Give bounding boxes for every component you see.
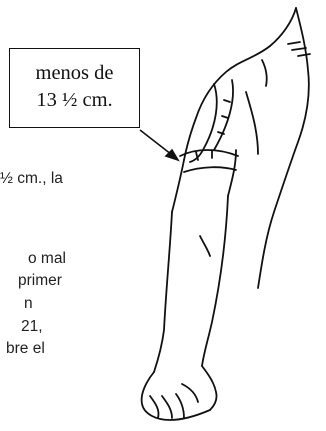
- shirt-marks-2: [292, 48, 306, 50]
- hand-thumb: [202, 366, 217, 410]
- callout-line-2: 13 ½ cm.: [10, 87, 139, 114]
- shoulder-outline: [184, 8, 296, 160]
- shirt-marks-3: [298, 54, 310, 56]
- shoulder-detail: [262, 60, 267, 86]
- forearm-inner: [202, 196, 228, 366]
- tape-measure-front: [180, 150, 238, 156]
- tape-measure-end-2: [214, 80, 233, 150]
- tape-tick-2: [222, 116, 228, 118]
- armpit-line: [246, 92, 258, 154]
- measurement-callout-box: menos de 13 ½ cm.: [9, 48, 140, 128]
- upper-arm-outer: [172, 160, 184, 212]
- hand-outline: [142, 372, 210, 420]
- hand-finger-2: [162, 396, 172, 418]
- hand-finger-3: [176, 394, 184, 418]
- tape-measure-back: [184, 167, 236, 172]
- shirt-marks-1: [288, 42, 300, 44]
- tape-tick-1: [224, 100, 230, 102]
- elbow-crease: [200, 236, 210, 256]
- upper-arm-inner: [228, 150, 236, 196]
- callout-pointer: [140, 130, 178, 160]
- hand-knuckle: [182, 384, 198, 402]
- forearm-outer: [154, 212, 172, 372]
- callout-line-1: menos de: [10, 60, 139, 87]
